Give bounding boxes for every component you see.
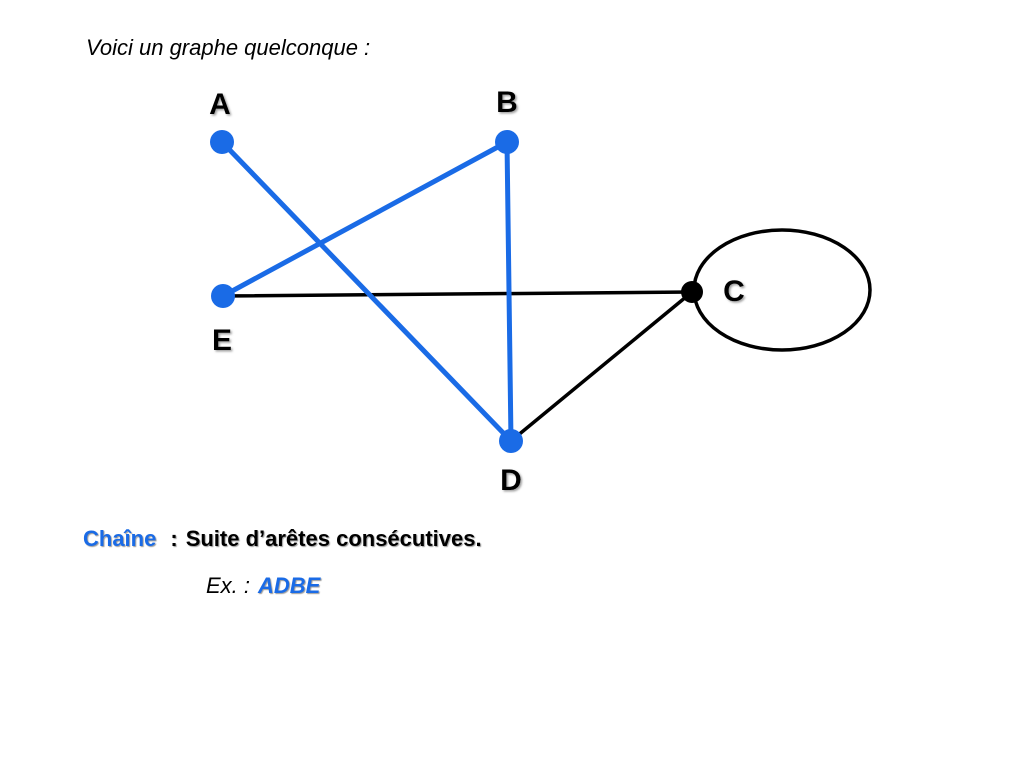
definition-line: Chaîne: Suite d’arêtes consécutives.: [83, 526, 482, 552]
definition-term: Chaîne: [83, 526, 157, 551]
vertex-label-A: A: [209, 88, 231, 121]
vertex-B: [495, 130, 519, 154]
vertex-label-E: E: [212, 324, 232, 357]
example-line: Ex. : ADBE: [206, 573, 320, 599]
vertex-label-C: C: [723, 275, 745, 308]
definition-separator: :: [170, 526, 178, 551]
edge-DC: [509, 290, 694, 443]
edge-AD: [219, 139, 514, 444]
vertex-D: [499, 429, 523, 453]
vertex-label-D: D: [500, 464, 522, 497]
definition-text: Suite d’arêtes consécutives.: [185, 526, 482, 551]
edge-EC: [221, 290, 694, 298]
vertex-C: [681, 281, 703, 303]
edge-BD: [504, 139, 514, 444]
example-value: ADBE: [258, 573, 321, 598]
vertex-E: [211, 284, 235, 308]
vertex-A: [210, 130, 234, 154]
example-label: Ex. :: [206, 573, 251, 598]
vertex-label-B: B: [496, 86, 518, 119]
intro-text: Voici un graphe quelconque :: [86, 35, 371, 60]
edge-CC-loop: [692, 228, 872, 352]
edge-BE: [220, 139, 510, 299]
